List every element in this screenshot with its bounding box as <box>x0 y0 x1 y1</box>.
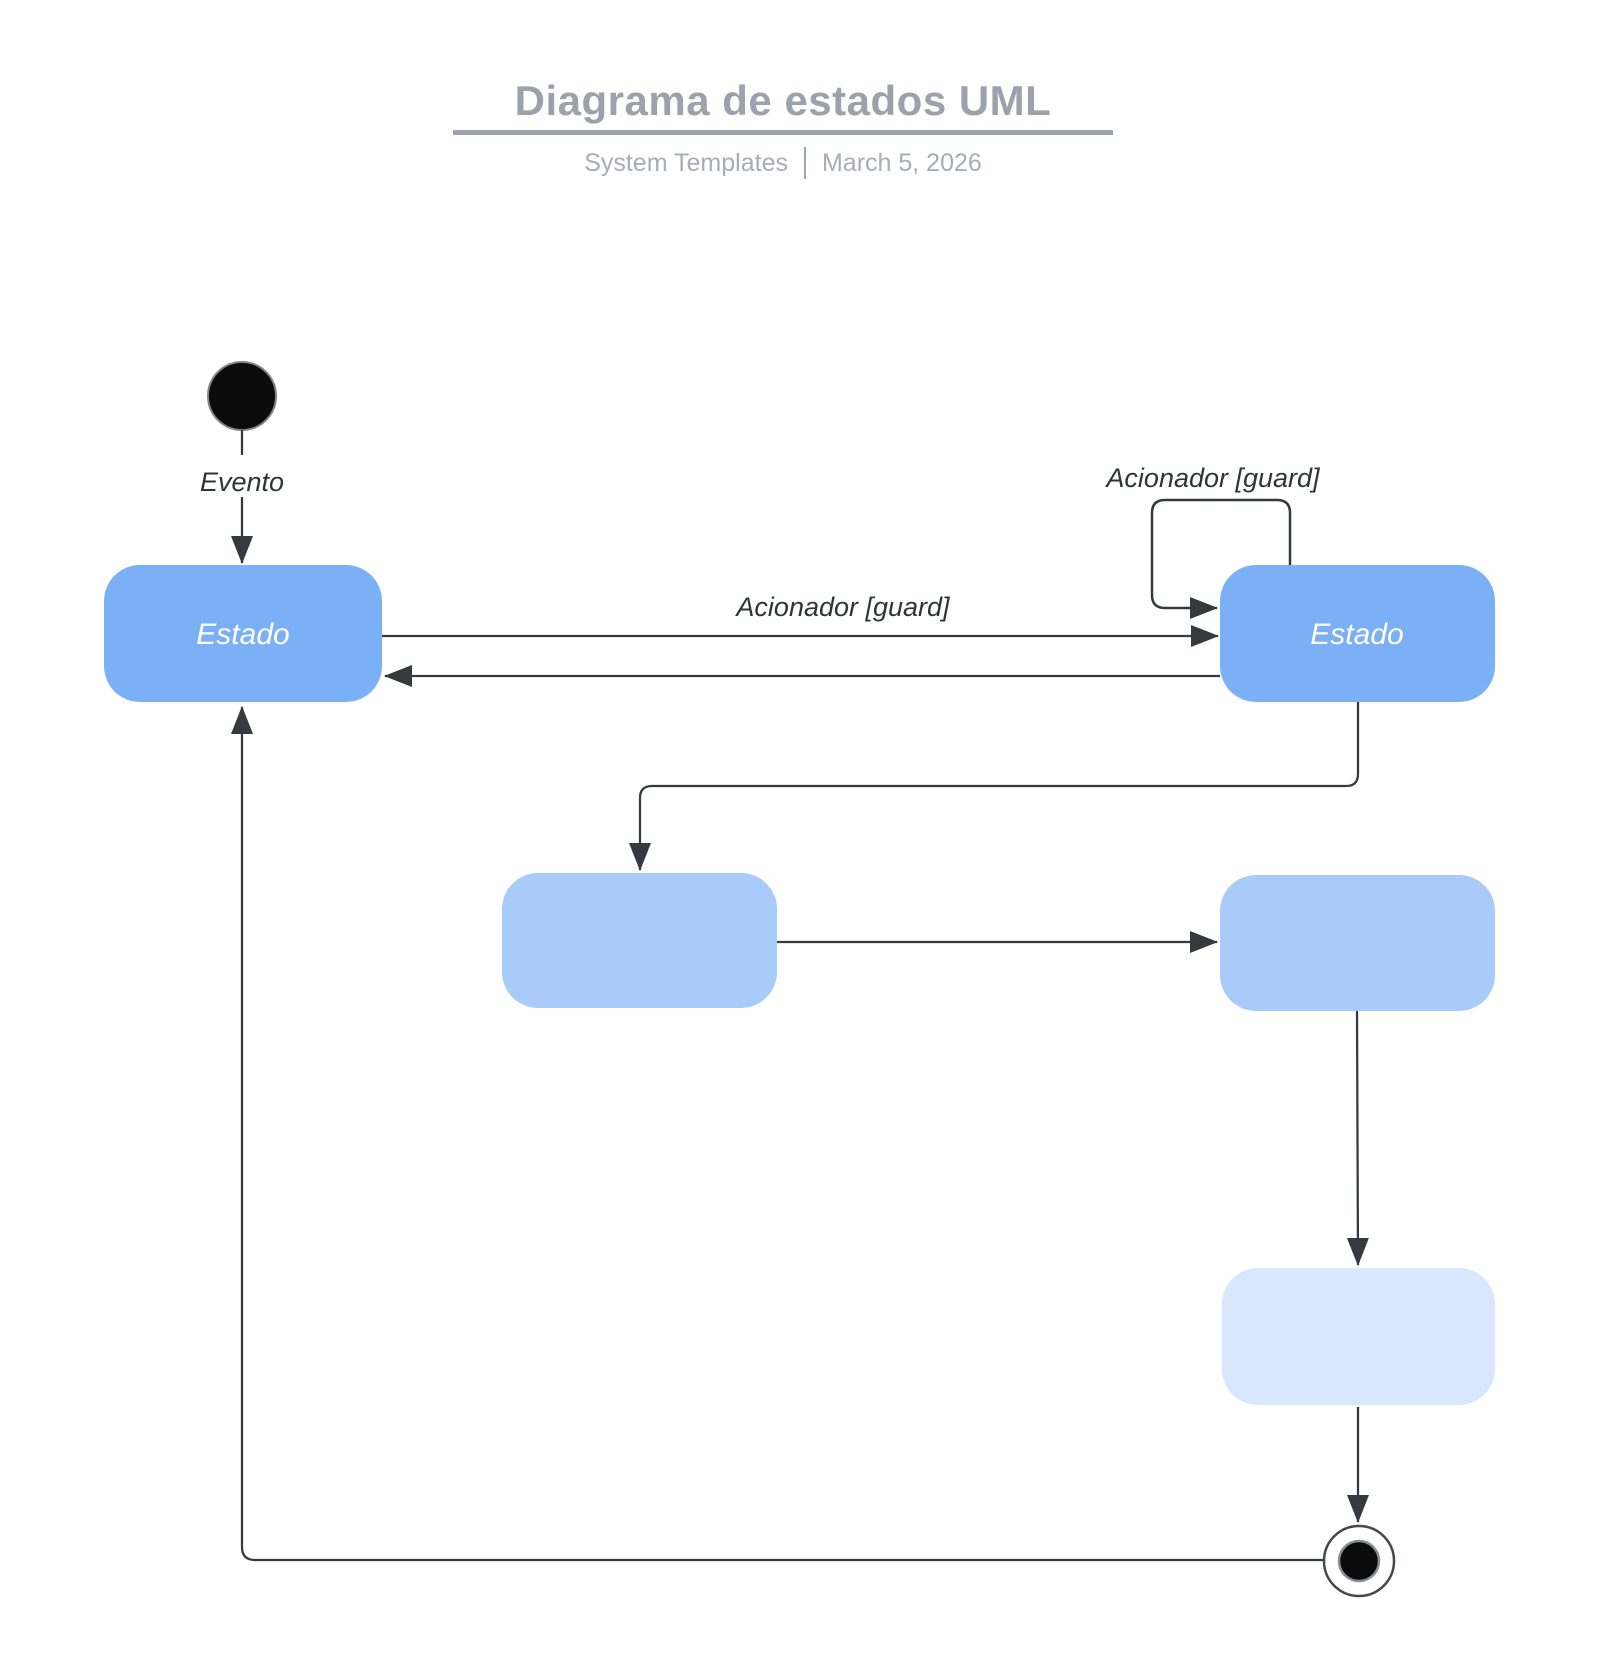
diagram-header: Diagrama de estados UML System Templates… <box>453 76 1113 180</box>
transition-estado-2-to-estado-3[interactable] <box>629 702 1360 871</box>
state-label-estado-2: Estado <box>1310 618 1403 651</box>
transition-label-evento[interactable]: Evento <box>200 467 284 497</box>
subtitle-author: System Templates <box>584 148 788 177</box>
final-state-node[interactable] <box>1322 1524 1396 1598</box>
subtitle-separator <box>803 147 806 180</box>
state-node-estado-2[interactable]: Estado <box>1220 565 1495 702</box>
self-loop-label-acionador[interactable]: Acionador [guard] <box>1104 463 1321 493</box>
state-node-estado-5[interactable] <box>1222 1268 1495 1405</box>
transition-label-acionador[interactable]: Acionador [guard] <box>734 592 951 622</box>
state-node-estado-3[interactable] <box>502 873 777 1008</box>
state-node-estado-4[interactable] <box>1220 875 1495 1011</box>
initial-state-node[interactable] <box>207 361 277 431</box>
diagram-subtitle: System Templates March 5, 2026 <box>453 147 1113 180</box>
state-label-estado-1: Estado <box>196 618 289 651</box>
transition-estado-4-to-estado-5[interactable] <box>1346 1010 1369 1266</box>
edge-label-background <box>196 455 288 497</box>
transition-final-to-estado-1[interactable] <box>231 706 1323 1562</box>
state-node-estado-1[interactable]: Estado <box>104 565 382 702</box>
page-title: Diagrama de estados UML <box>453 76 1113 136</box>
subtitle-date: March 5, 2026 <box>821 148 982 177</box>
transition-estado-2-self-loop[interactable] <box>1150 498 1292 619</box>
